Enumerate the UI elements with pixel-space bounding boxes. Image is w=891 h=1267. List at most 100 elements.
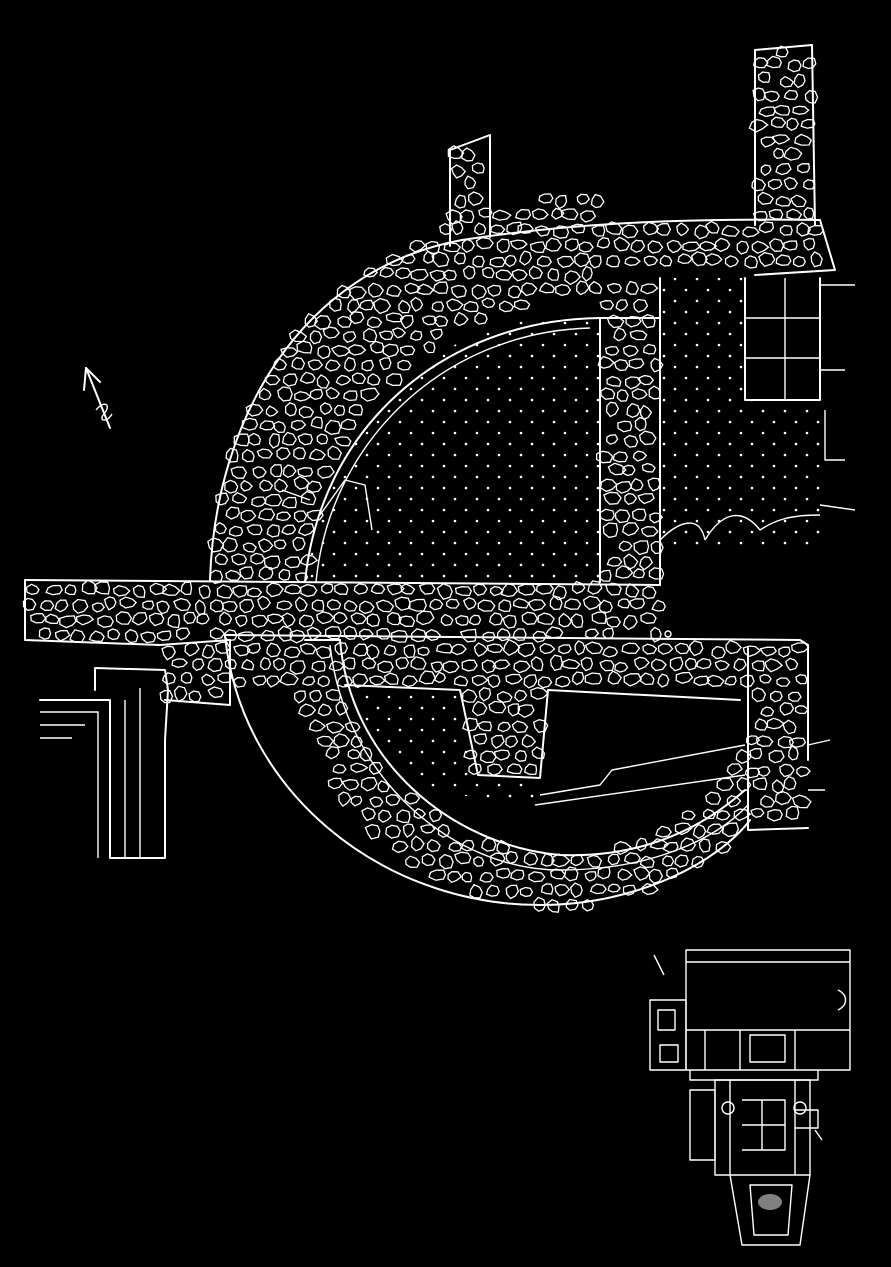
- rubble-stone: [674, 642, 691, 655]
- rubble-stone: [445, 598, 460, 609]
- rubble-stone: [740, 674, 755, 688]
- rubble-stone: [607, 883, 621, 893]
- rubble-stone: [265, 405, 279, 417]
- rubble-stone: [373, 297, 392, 315]
- rubble-stone: [517, 642, 536, 658]
- rubble-stone: [94, 581, 111, 595]
- rubble-stone: [296, 340, 313, 354]
- rubble-stone: [489, 257, 506, 268]
- rubble-stone: [676, 222, 690, 237]
- rubble-stone: [488, 700, 507, 714]
- rubble-stone: [311, 660, 326, 673]
- rubble-stone: [242, 448, 255, 463]
- rubble-stone: [473, 222, 487, 236]
- rubble-stone: [659, 254, 673, 267]
- rubble-stone: [266, 675, 281, 688]
- rubble-stone: [750, 807, 765, 818]
- rubble-stone: [162, 583, 181, 596]
- rubble-stone: [485, 884, 500, 897]
- rubble-stone: [711, 645, 726, 660]
- rubble-stone: [623, 434, 639, 448]
- rubble-stone: [675, 671, 694, 684]
- rubble-stone: [473, 856, 485, 867]
- rubble-stone: [214, 553, 229, 565]
- rubble-stone: [307, 359, 324, 371]
- rubble-stone: [282, 464, 297, 479]
- rubble-stone: [650, 357, 664, 373]
- rubble-stone: [511, 268, 528, 282]
- rubble-stone: [698, 838, 711, 853]
- rubble-stone: [410, 268, 429, 281]
- rubble-stone: [584, 641, 604, 655]
- rubble-stone: [716, 777, 735, 792]
- rubble-stone: [342, 390, 358, 402]
- rubble-stone: [603, 491, 622, 505]
- rubble-stone: [293, 447, 307, 460]
- rubble-stone: [523, 851, 539, 866]
- rubble-stone: [788, 691, 802, 702]
- rubble-stone: [554, 883, 571, 897]
- rubble-stone: [360, 777, 378, 792]
- rubble-stone: [326, 599, 342, 611]
- rubble-stone: [582, 595, 602, 611]
- rubble-stone: [173, 685, 188, 703]
- lower-apse-outer-wall: [224, 634, 751, 906]
- rubble-stone: [607, 462, 627, 476]
- rubble-stone: [260, 656, 272, 671]
- rubble-stone: [530, 687, 549, 700]
- rubble-stone: [445, 209, 463, 225]
- rubble-stone: [751, 660, 765, 672]
- rubble-stone: [276, 447, 291, 461]
- rubble-stone: [454, 615, 469, 626]
- rubble-stone: [497, 721, 511, 733]
- rubble-stone: [599, 300, 615, 310]
- rubble-stone: [502, 614, 517, 629]
- rubble-stone: [794, 133, 813, 146]
- rubble-stone: [258, 508, 276, 521]
- rubble-stone: [385, 253, 404, 267]
- rubble-stone: [550, 654, 563, 672]
- rubble-stone: [468, 191, 484, 207]
- left-stepped-wall: [39, 667, 169, 859]
- rubble-stone: [639, 855, 655, 869]
- rubble-stone: [631, 508, 647, 522]
- rubble-stone: [623, 673, 642, 687]
- rubble-stone: [266, 582, 284, 598]
- rubble-stone: [625, 376, 642, 390]
- rubble-stone: [544, 626, 564, 639]
- rubble-stone: [775, 162, 792, 176]
- rubble-stone: [97, 615, 114, 628]
- lower-apse-inner-wall: [339, 639, 746, 857]
- rubble-stone: [783, 775, 797, 791]
- rubble-stone: [401, 675, 419, 688]
- rubble-stone: [607, 670, 623, 685]
- rubble-stone: [316, 433, 329, 445]
- rubble-stone: [438, 853, 454, 870]
- rubble-stone: [347, 299, 361, 314]
- rubble-stone: [215, 492, 230, 506]
- rubble-stone: [367, 282, 385, 298]
- rubble-stone: [657, 643, 674, 655]
- rubble-stone: [246, 587, 263, 598]
- rubble-stone: [410, 296, 424, 312]
- rubble-stone: [385, 373, 403, 387]
- rubble-stone: [640, 404, 653, 421]
- rubble-stone: [474, 312, 488, 325]
- rubble-stone: [69, 629, 86, 643]
- rubble-stone: [514, 750, 527, 762]
- rubble-stone: [512, 597, 530, 609]
- rubble-stone: [785, 805, 800, 820]
- rubble-stone: [450, 284, 467, 299]
- rubble-stone: [353, 583, 369, 595]
- rubble-stone: [511, 720, 529, 734]
- rubble-stone: [324, 626, 342, 640]
- rubble-stone: [350, 735, 363, 749]
- rubble-stone: [233, 676, 247, 688]
- rubble-stone: [477, 599, 496, 612]
- rubble-stone: [217, 672, 233, 684]
- rubble-stone: [563, 598, 582, 610]
- rubble-stone: [765, 55, 783, 69]
- rubble-stone: [486, 643, 504, 654]
- rubble-stone: [602, 645, 619, 658]
- rubble-stone: [713, 237, 731, 253]
